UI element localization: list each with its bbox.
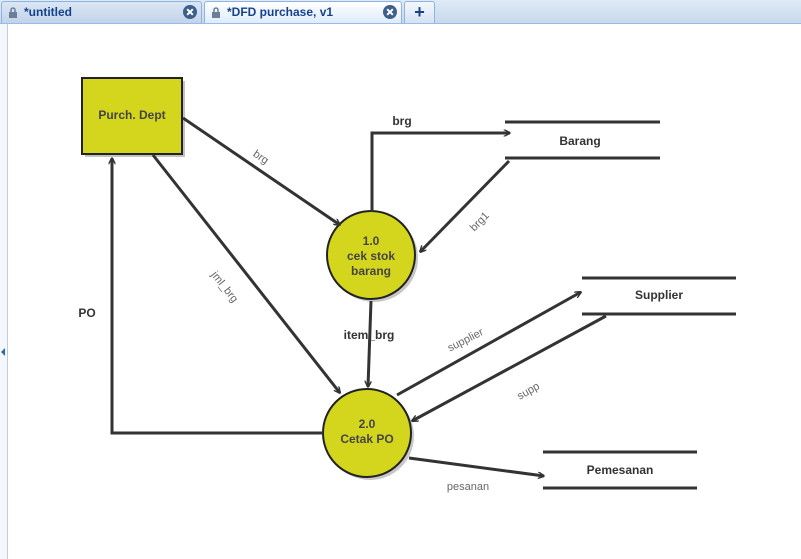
- tab-label: *untitled: [24, 5, 72, 19]
- process-2-cetak-po[interactable]: 2.0 Cetak PO: [322, 388, 414, 480]
- flow-label: PO: [78, 306, 95, 320]
- data-store-barang[interactable]: Barang: [505, 120, 660, 160]
- external-entity-purch-dept[interactable]: Purch. Dept: [81, 77, 185, 157]
- data-store-label: Pemesanan: [587, 463, 654, 477]
- flow-p1-to-p2[interactable]: item_brg: [344, 300, 395, 387]
- data-store-supplier[interactable]: Supplier: [582, 276, 736, 316]
- flow-p2-to-entity[interactable]: PO: [78, 158, 323, 435]
- entity-label: Purch. Dept: [98, 108, 165, 122]
- process-label-line: 1.0: [363, 234, 380, 248]
- process-1-cek-stok-barang[interactable]: 1.0 cek stok barang: [326, 210, 418, 302]
- data-store-pemesanan[interactable]: Pemesanan: [543, 450, 697, 490]
- flow-label: item_brg: [344, 328, 395, 342]
- flow-barang-to-p1[interactable]: brg1: [420, 159, 511, 252]
- expand-panel-icon[interactable]: [1, 348, 5, 356]
- flow-label: brg: [251, 148, 271, 167]
- data-store-label: Supplier: [635, 288, 683, 302]
- process-label-line: Cetak PO: [340, 432, 393, 446]
- flow-p2-to-pemesanan[interactable]: pesanan: [408, 456, 544, 493]
- close-tab-icon[interactable]: [383, 5, 397, 19]
- flow-label: jml_brg: [208, 268, 240, 305]
- flow-label: pesanan: [447, 481, 489, 493]
- close-tab-icon[interactable]: [183, 5, 197, 19]
- flow-label: brg: [392, 114, 411, 128]
- tab-untitled[interactable]: *untitled: [1, 1, 202, 23]
- flow-entity-to-p1[interactable]: brg: [182, 116, 340, 225]
- data-store-label: Barang: [559, 134, 600, 148]
- flow-entity-to-p2[interactable]: jml_brg: [151, 154, 340, 393]
- left-panel-strip: [0, 24, 8, 559]
- add-tab-button[interactable]: +: [404, 1, 435, 23]
- tab-bar: *untitled *DFD purchase, v1 +: [0, 0, 801, 24]
- lock-icon: [9, 7, 17, 18]
- process-label-line: 2.0: [359, 417, 376, 431]
- lock-icon: [212, 7, 220, 18]
- flow-p1-to-barang[interactable]: brg: [370, 114, 510, 212]
- process-label-line: cek stok: [347, 249, 395, 263]
- process-label-line: barang: [351, 264, 391, 278]
- tab-dfd-purchase[interactable]: *DFD purchase, v1: [204, 1, 402, 23]
- flow-label: supp: [515, 380, 542, 402]
- tab-label: *DFD purchase, v1: [227, 5, 334, 19]
- flow-label: brg1: [468, 210, 492, 234]
